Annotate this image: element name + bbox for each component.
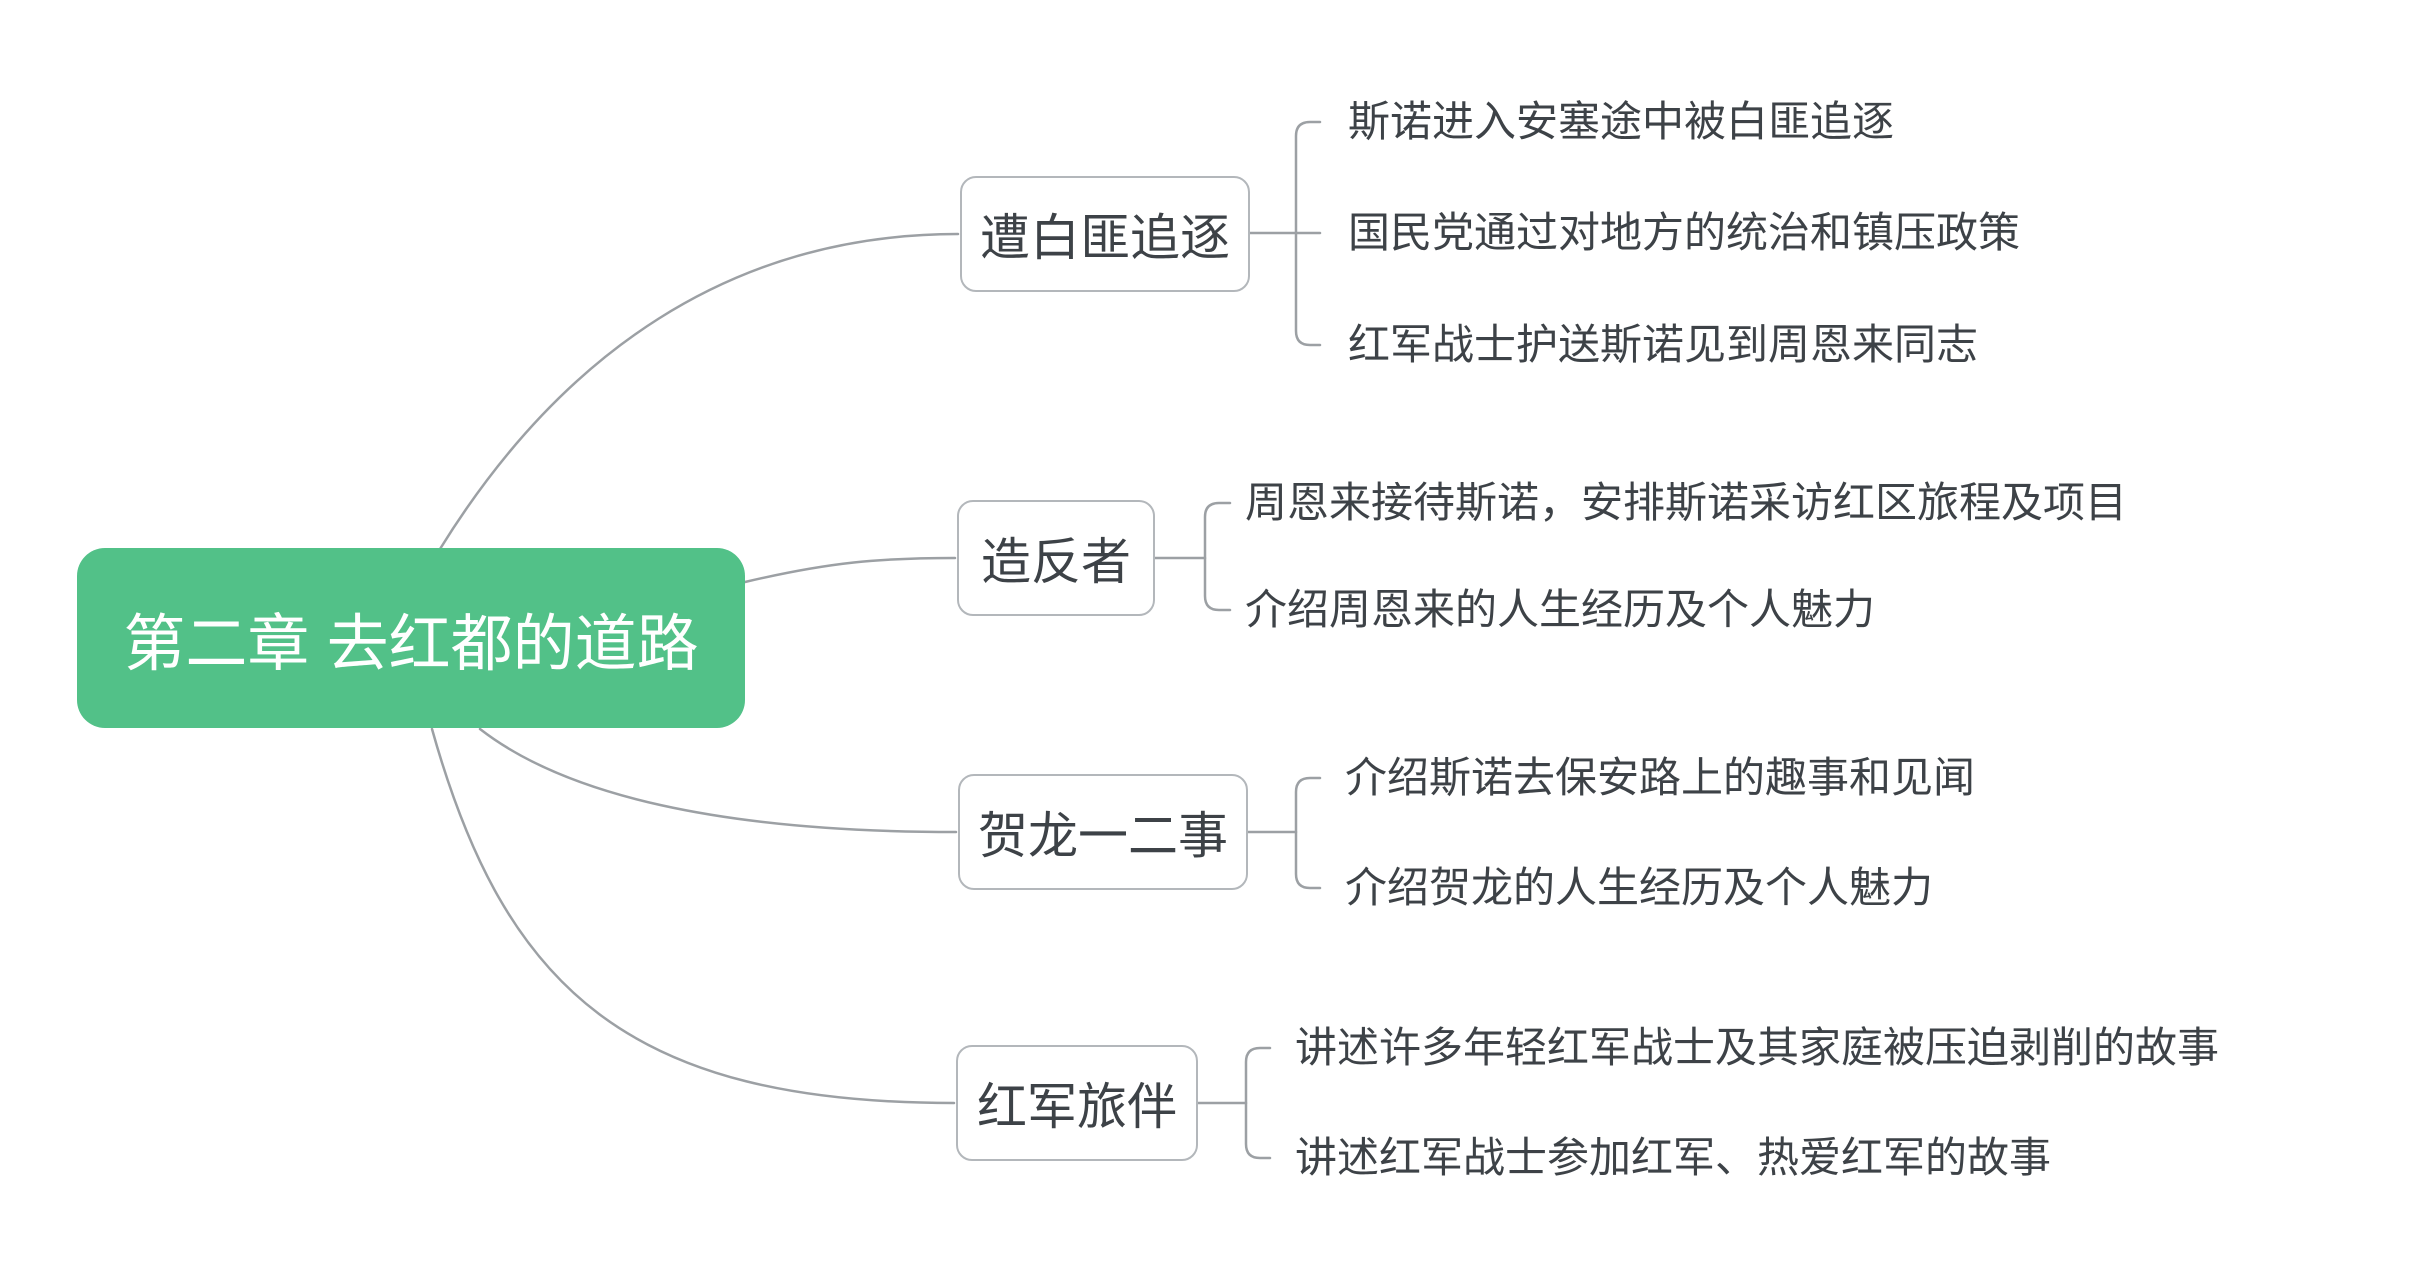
leaf-node[interactable]: 介绍斯诺去保安路上的趣事和见闻 — [1345, 754, 1976, 801]
leaf-node[interactable]: 红军战士护送斯诺见到周恩来同志 — [1348, 321, 1979, 368]
branch-node-3[interactable]: 贺龙一二事 — [958, 774, 1248, 890]
connector-root-branch-2 — [743, 556, 957, 584]
leaf-node[interactable]: 讲述许多年轻红军战士及其家庭被压迫剥削的故事 — [1295, 1024, 2220, 1071]
root-node-chapter-title[interactable]: 第二章 去红都的道路 — [77, 548, 745, 728]
leaf-node[interactable]: 讲述红军战士参加红军、热爱红军的故事 — [1295, 1134, 2052, 1181]
connector-branch-1-bracket — [1294, 120, 1322, 347]
connector-branch-2-bracket — [1203, 501, 1232, 612]
leaf-node[interactable]: 介绍周恩来的人生经历及个人魅力 — [1245, 586, 1876, 633]
leaf-node[interactable]: 介绍贺龙的人生经历及个人魅力 — [1345, 864, 1934, 911]
branch-node-1[interactable]: 遭白匪追逐 — [960, 176, 1250, 292]
connector-branch-4-bracket — [1244, 1046, 1272, 1160]
connector-root-branch-3 — [478, 727, 958, 834]
connector-root-branch-4 — [430, 727, 956, 1105]
connector-branch-3-bracket — [1294, 776, 1322, 890]
branch-node-4[interactable]: 红军旅伴 — [956, 1045, 1198, 1161]
leaf-node[interactable]: 斯诺进入安塞途中被白匪追逐 — [1348, 98, 1895, 145]
branch-node-2[interactable]: 造反者 — [957, 500, 1155, 616]
leaf-node[interactable]: 国民党通过对地方的统治和镇压政策 — [1348, 209, 2021, 256]
leaf-node[interactable]: 周恩来接待斯诺，安排斯诺采访红区旅程及项目 — [1245, 479, 2128, 526]
connector-root-branch-1 — [438, 232, 960, 551]
